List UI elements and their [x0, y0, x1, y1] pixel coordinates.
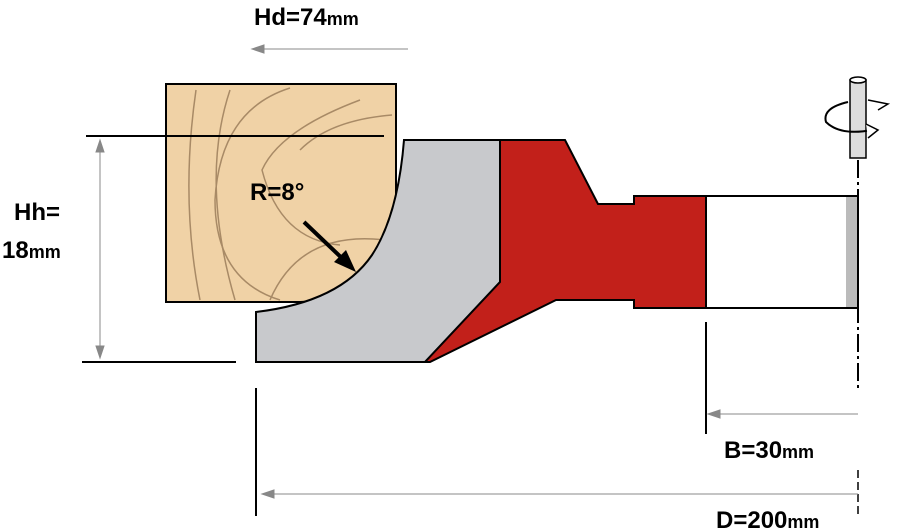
rotation-arrow-icon — [824, 76, 891, 159]
cutter-blade — [255, 139, 501, 363]
radius-label: R=8° — [250, 179, 304, 206]
hd-label: Hd=74mm — [254, 4, 359, 31]
tool-body — [422, 139, 707, 363]
d-dimension — [260, 489, 858, 499]
hd-dimension — [250, 44, 408, 54]
radius-pointer-arrow — [302, 220, 356, 272]
hh-label-line1: Hh= — [14, 199, 60, 226]
hh-label-line2: 18mm — [2, 237, 61, 264]
shank-shade — [846, 197, 857, 307]
b-dimension — [706, 409, 858, 419]
shank — [705, 195, 859, 309]
wood-grain — [188, 87, 393, 301]
b-label: B=30mm — [724, 437, 814, 464]
hh-dimension — [95, 138, 105, 360]
d-label: D=200mm — [716, 507, 819, 532]
